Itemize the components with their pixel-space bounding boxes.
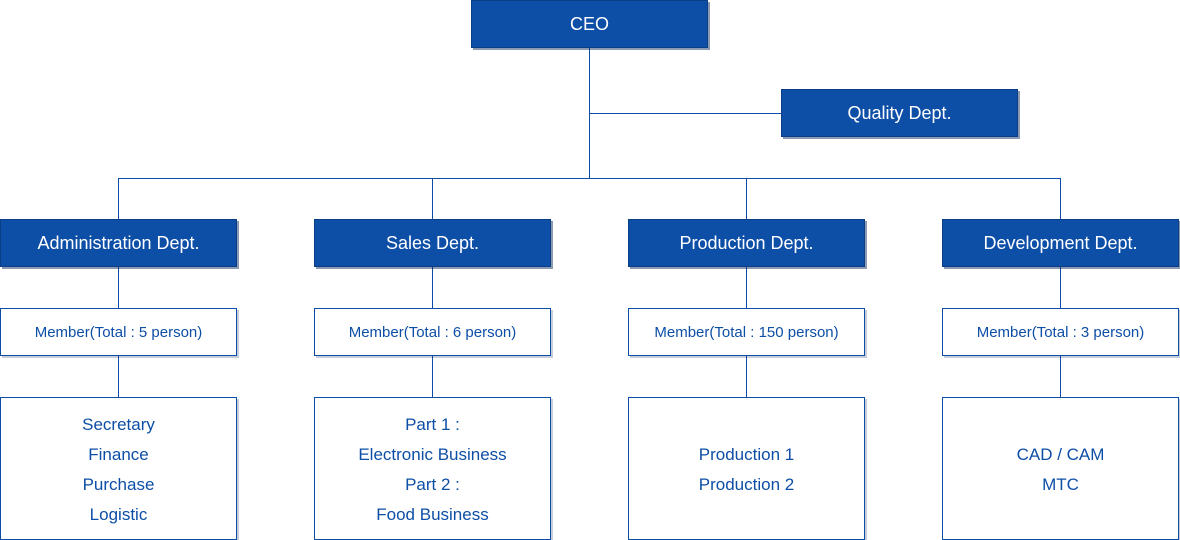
development-dept-label: Development Dept. bbox=[983, 232, 1138, 253]
ceo-box: CEO bbox=[471, 0, 708, 48]
admin-dept-box: Administration Dept. bbox=[0, 219, 237, 267]
quality-dept-label: Quality Dept. bbox=[847, 102, 952, 123]
development-dept-box: Development Dept. bbox=[942, 219, 1179, 267]
sales-item: Electronic Business bbox=[358, 444, 507, 464]
production-dept-box: Production Dept. bbox=[628, 219, 865, 267]
development-member-box: Member(Total : 3 person) bbox=[942, 308, 1179, 356]
production-drop-line bbox=[746, 178, 747, 220]
sales-drop-line bbox=[432, 178, 433, 220]
sales-item: Part 2 : bbox=[405, 474, 460, 494]
production-detail-box: Production 1 Production 2 bbox=[628, 397, 865, 540]
admin-detail-line bbox=[118, 355, 119, 398]
sales-item: Part 1 : bbox=[405, 414, 460, 434]
admin-item: Logistic bbox=[89, 504, 148, 524]
admin-member-line bbox=[118, 266, 119, 308]
admin-item: Finance bbox=[88, 444, 149, 464]
development-member-count: Member(Total : 3 person) bbox=[976, 323, 1145, 341]
ceo-label: CEO bbox=[569, 13, 609, 34]
production-member-count: Member(Total : 150 person) bbox=[654, 323, 839, 341]
department-bus-line bbox=[118, 178, 1061, 179]
quality-branch-line bbox=[589, 113, 782, 114]
sales-dept-label: Sales Dept. bbox=[385, 232, 480, 253]
development-item: MTC bbox=[1042, 474, 1079, 494]
admin-detail-box: Secretary Finance Purchase Logistic bbox=[0, 397, 237, 540]
production-detail-line bbox=[746, 355, 747, 398]
development-detail-line bbox=[1060, 355, 1061, 398]
sales-item: Food Business bbox=[376, 504, 489, 524]
sales-member-count: Member(Total : 6 person) bbox=[348, 323, 517, 341]
production-item: Production 1 bbox=[698, 444, 795, 464]
sales-detail-line bbox=[432, 355, 433, 398]
admin-item: Secretary bbox=[82, 414, 155, 434]
admin-member-box: Member(Total : 5 person) bbox=[0, 308, 237, 356]
sales-member-box: Member(Total : 6 person) bbox=[314, 308, 551, 356]
production-member-line bbox=[746, 266, 747, 308]
development-item: CAD / CAM bbox=[1016, 444, 1105, 464]
production-dept-label: Production Dept. bbox=[679, 232, 814, 253]
sales-member-line bbox=[432, 266, 433, 308]
admin-drop-line bbox=[118, 178, 119, 220]
quality-dept-box: Quality Dept. bbox=[781, 89, 1018, 137]
development-drop-line bbox=[1060, 178, 1061, 220]
development-member-line bbox=[1060, 266, 1061, 308]
admin-dept-label: Administration Dept. bbox=[37, 232, 200, 253]
admin-item: Purchase bbox=[82, 474, 155, 494]
production-member-box: Member(Total : 150 person) bbox=[628, 308, 865, 356]
development-detail-box: CAD / CAM MTC bbox=[942, 397, 1179, 540]
admin-member-count: Member(Total : 5 person) bbox=[34, 323, 203, 341]
production-item: Production 2 bbox=[698, 474, 795, 494]
sales-dept-box: Sales Dept. bbox=[314, 219, 551, 267]
sales-detail-box: Part 1 : Electronic Business Part 2 : Fo… bbox=[314, 397, 551, 540]
